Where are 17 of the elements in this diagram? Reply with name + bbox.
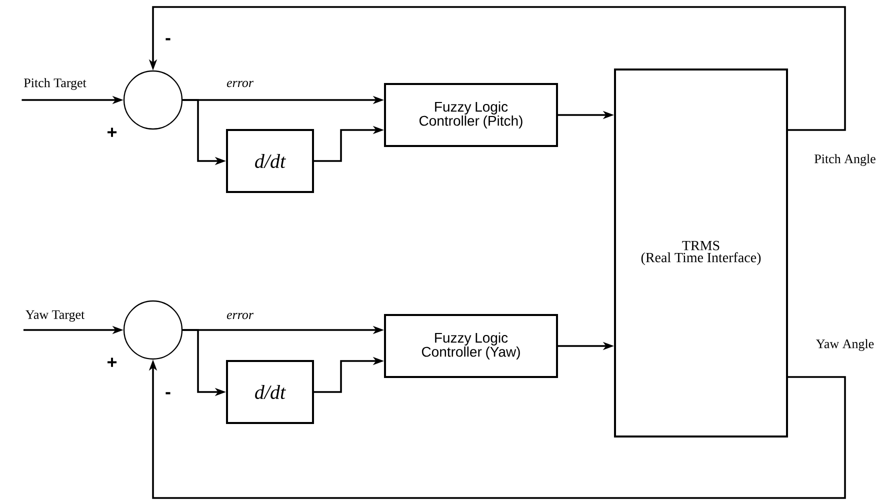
output-label: Pitch Angle — [814, 154, 876, 166]
sign-label: + — [108, 128, 117, 137]
input-label: Yaw Target — [26, 310, 85, 322]
summing-junction — [123, 70, 183, 130]
edge-label: error — [226, 80, 254, 88]
derivative-block: d/dt — [226, 129, 314, 193]
summing-junction — [123, 300, 183, 360]
controller-box: Fuzzy Logic Controller (Pitch) — [384, 83, 558, 147]
output-label: Yaw Angle — [816, 339, 874, 351]
controller-box: Fuzzy Logic Controller (Yaw) — [384, 314, 558, 378]
derivative-block: d/dt — [226, 360, 314, 424]
input-label: Pitch Target — [24, 78, 86, 90]
edge-label: error — [226, 312, 254, 320]
sign-label: - — [166, 392, 170, 394]
plant-box: TRMS (Real Time Interface) — [614, 68, 788, 438]
sign-label: - — [166, 38, 170, 40]
sign-label: + — [108, 358, 117, 367]
